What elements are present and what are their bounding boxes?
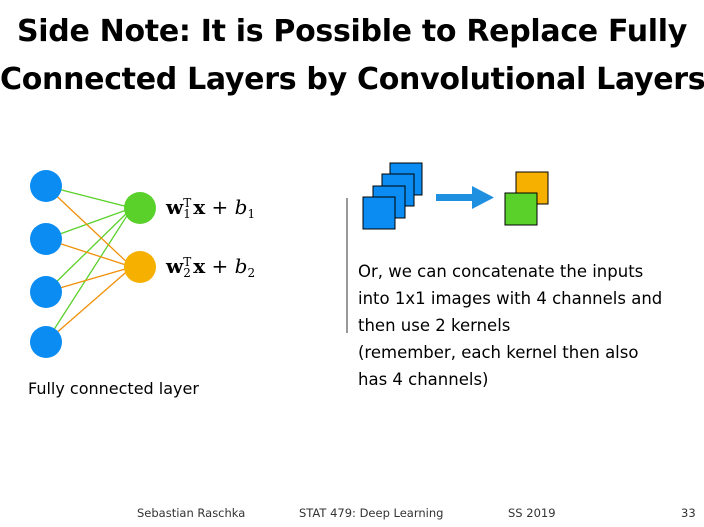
eq-bias: b: [234, 254, 248, 278]
footer-course: STAT 479: Deep Learning: [299, 506, 444, 520]
edge: [45, 207, 133, 293]
input-channel: [362, 196, 396, 230]
eq-weight: w: [166, 195, 184, 219]
eq-index: 2: [183, 265, 191, 280]
eq-plus: +: [211, 254, 229, 278]
footer-term: SS 2019: [508, 506, 556, 520]
output-kernel-1: [504, 192, 538, 226]
description-line: (remember, each kernel then also: [358, 343, 639, 362]
description-line: then use 2 kernels: [358, 316, 511, 335]
input-channel-stack: [362, 162, 423, 230]
edges-to-output-2: [45, 185, 133, 343]
eq-transpose: T: [183, 254, 192, 269]
description-line: has 4 channels): [358, 370, 489, 389]
footer-author: Sebastian Raschka: [137, 506, 246, 520]
fully-connected-caption: Fully connected layer: [28, 379, 199, 398]
description-line: Or, we can concatenate the inputs: [358, 262, 644, 281]
eq-index: 1: [183, 206, 191, 221]
eq-bias-index: 1: [247, 207, 256, 221]
slide-title-line-1: Side Note: It is Possible to Replace Ful…: [17, 14, 687, 49]
convolution-description: Or, we can concatenate the inputs into 1…: [358, 258, 662, 393]
edge: [45, 266, 133, 343]
output-kernel-stack: [504, 171, 549, 226]
footer-page-number: 33: [681, 506, 696, 520]
eq-bias-index: 2: [247, 266, 256, 280]
input-node: [30, 326, 62, 358]
description-line: into 1x1 images with 4 channels and: [358, 289, 663, 308]
arrow-icon: [436, 186, 494, 209]
eq-weight: w: [166, 254, 184, 278]
input-node: [30, 276, 62, 308]
slide-title-line-2: Connected Layers by Convolutional Layers: [0, 62, 704, 97]
edge: [45, 207, 133, 343]
eq-input: x: [193, 195, 206, 219]
eq-input: x: [193, 254, 206, 278]
edge: [45, 185, 133, 268]
input-node: [30, 223, 62, 255]
input-node: [30, 170, 62, 202]
output-node-1: [124, 192, 156, 224]
eq-transpose: T: [183, 195, 192, 210]
slide-title: Side Note: It is Possible to Replace Ful…: [0, 8, 704, 104]
eq-bias: b: [234, 195, 248, 219]
edges-to-output-1: [45, 185, 133, 343]
output-node-2: [124, 251, 156, 283]
eq-plus: +: [211, 195, 229, 219]
